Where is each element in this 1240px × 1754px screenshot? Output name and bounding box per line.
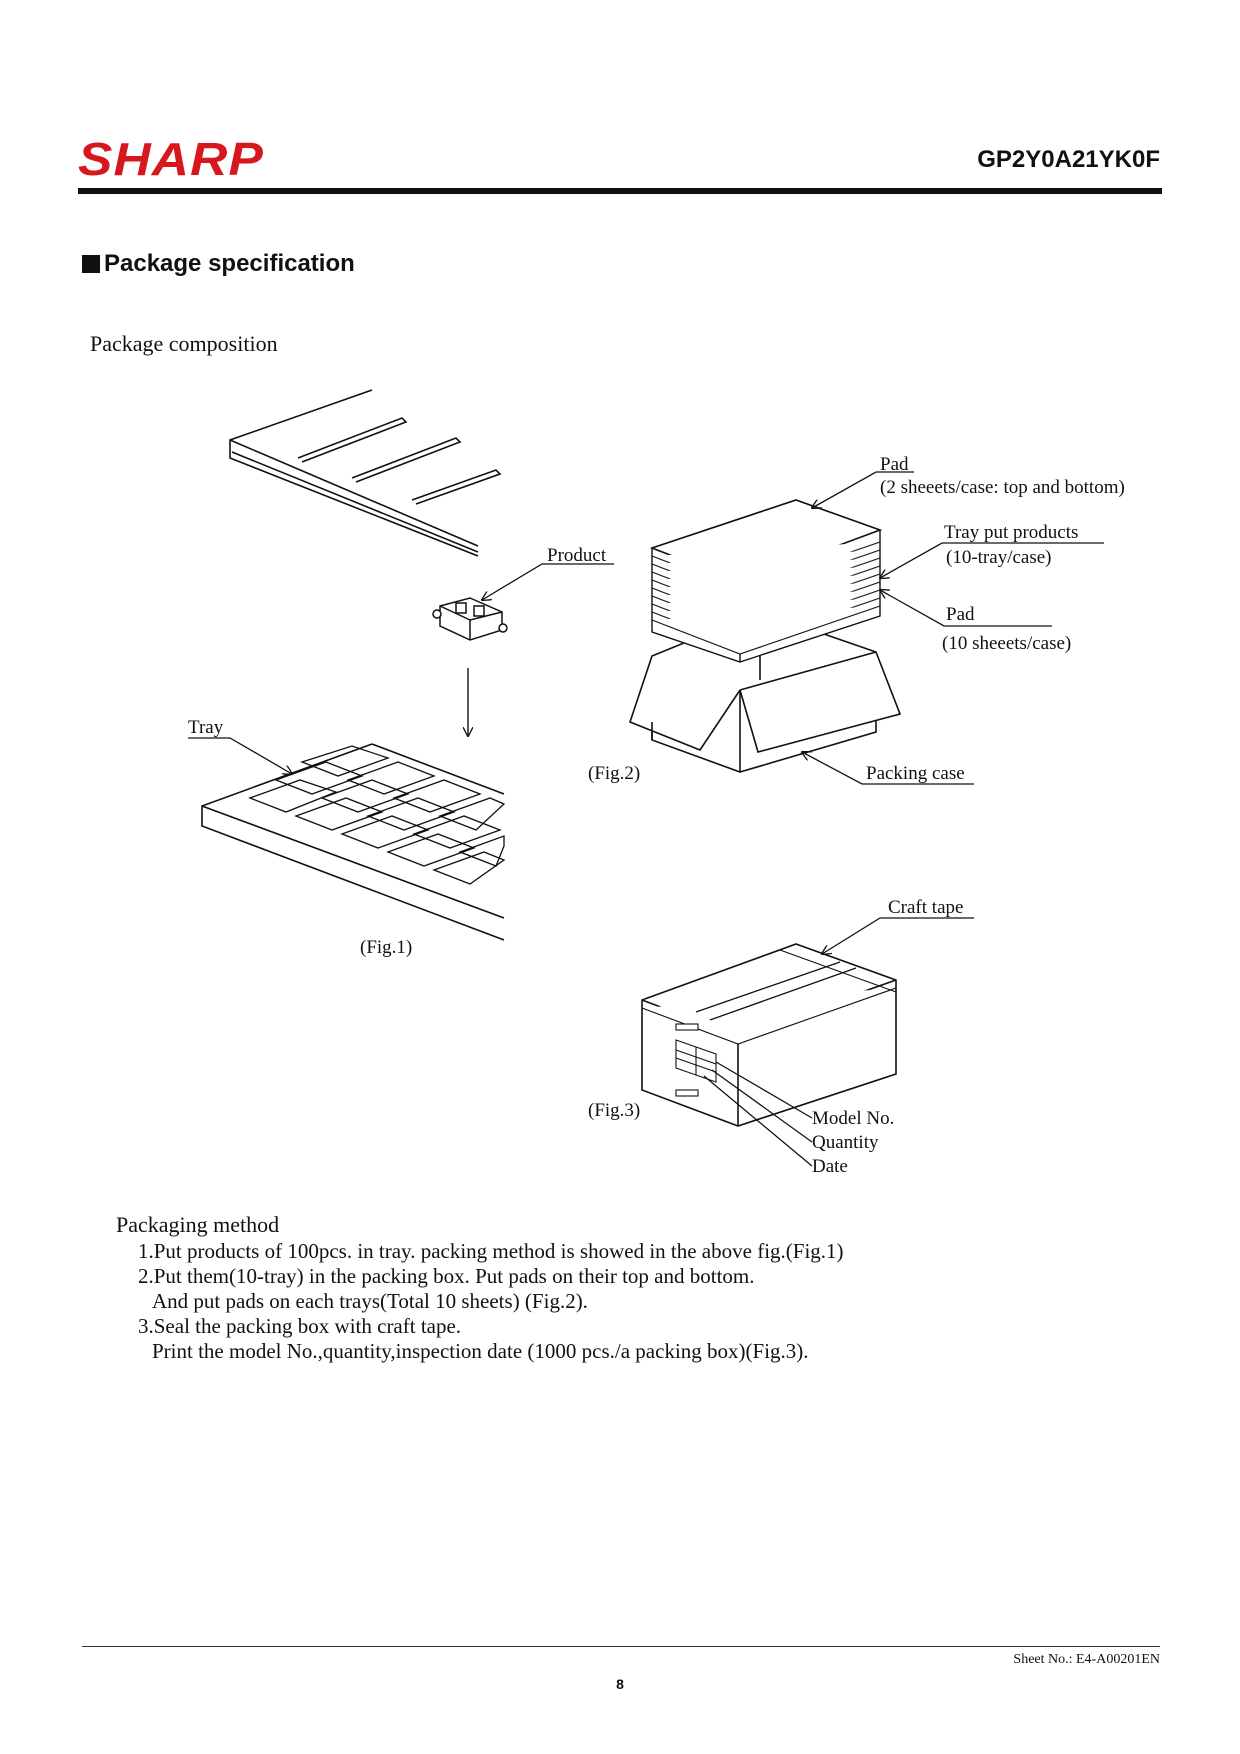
header-rule [78,188,1162,194]
label-tray-put: Tray put products [944,522,1078,543]
label-pad-top-note: (2 sheeets/case: top and bottom) [880,477,1125,498]
label-pad: Pad [946,604,975,625]
label-pad-note: (10 sheeets/case) [942,633,1071,654]
label-date: Date [812,1156,848,1177]
fig3-leaders [703,917,974,1167]
sheet-number: Sheet No.: E4-A00201EN [1013,1652,1160,1667]
label-fig1: (Fig.1) [360,937,412,958]
section-title-text: Package specification [104,250,355,277]
method-line: 3.Seal the packing box with craft tape. [138,1314,462,1338]
footer-rule [82,1646,1160,1647]
method-line: 2.Put them(10-tray) in the packing box. … [138,1264,755,1288]
packaging-method: Packaging method 1.Put products of 100pc… [116,1212,844,1364]
label-tray: Tray [188,717,224,738]
sharp-logo: SHARP [78,133,264,185]
method-heading: Packaging method [116,1212,280,1237]
label-craft-tape: Craft tape [888,897,963,918]
label-quantity: Quantity [812,1132,879,1153]
model-number: GP2Y0A21YK0F [977,146,1160,173]
label-product: Product [547,545,607,566]
fig3-sealed-box [641,943,897,1127]
fig1-pad-sheet [229,389,502,557]
product-sensor [432,597,508,641]
label-fig2: (Fig.2) [588,763,640,784]
label-packing-case: Packing case [866,763,965,784]
fig1-leaders [188,563,614,774]
label-model-no: Model No. [812,1108,894,1129]
square-bullet-icon [82,255,100,273]
fig2-leaders [802,471,1104,785]
page-number: 8 [616,1676,624,1692]
label-pad-top: Pad [880,454,909,475]
section-title: Package specification [82,252,355,276]
method-line: Print the model No.,quantity,inspection … [152,1339,809,1363]
fig1-tray [201,743,506,941]
label-tray-put-note: (10-tray/case) [946,547,1052,568]
method-line: And put pads on each trays(Total 10 shee… [152,1289,588,1313]
method-line: 1.Put products of 100pcs. in tray. packi… [138,1239,844,1263]
composition-heading: Package composition [90,331,278,356]
label-fig3: (Fig.3) [588,1100,640,1121]
fig2-tray-stack [649,499,883,663]
